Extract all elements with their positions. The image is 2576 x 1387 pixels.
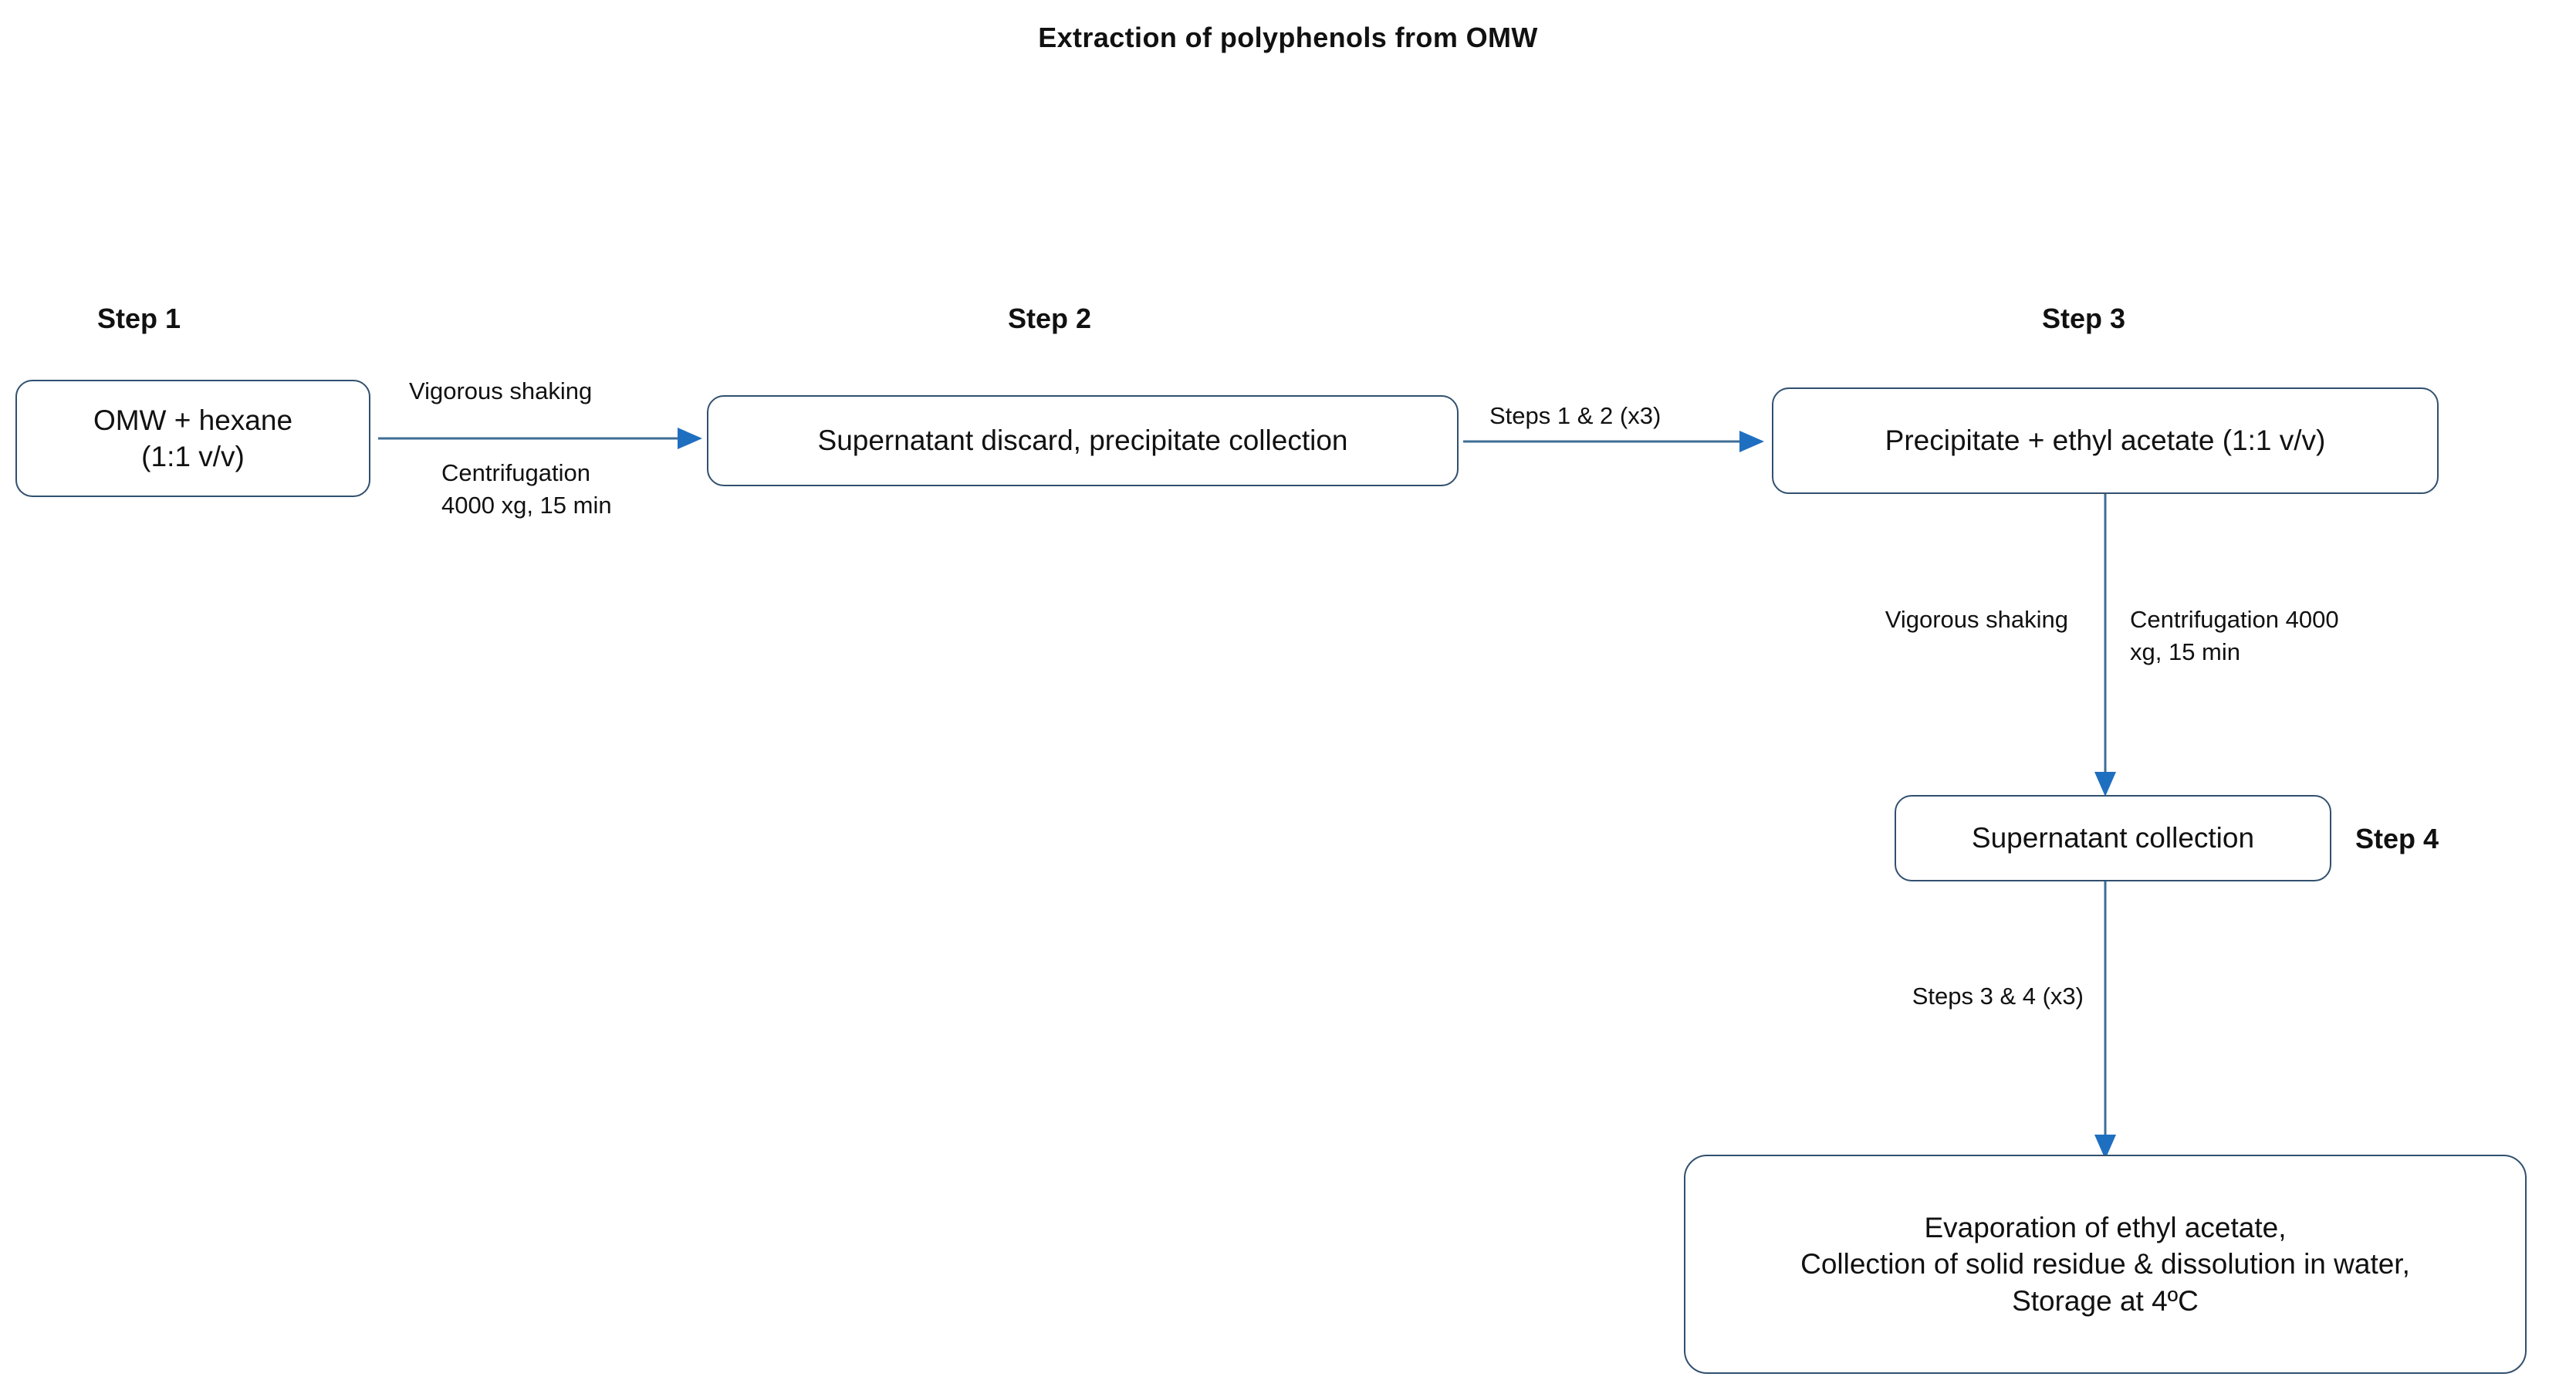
edge-label-vigorous-shaking-2: Vigorous shaking	[1885, 606, 2068, 633]
step-2-label: Step 2	[1007, 303, 1092, 334]
edge-label-centrifugation-2: Centrifugation 4000 xg, 15 min	[2130, 606, 2339, 665]
arrow-step3-to-step4	[2094, 494, 2116, 797]
step-1-label: Step 1	[96, 303, 181, 334]
arrow-step4-to-final	[2094, 881, 2116, 1159]
arrow-step1-to-step2	[378, 428, 702, 449]
node-step3-precipitate-ethyl-acetate: Precipitate + ethyl acetate (1:1 v/v)	[1772, 387, 2439, 494]
node-final-evaporation-storage: Evaporation of ethyl acetate, Collection…	[1684, 1155, 2527, 1374]
node-step1-omw-hexane: OMW + hexane (1:1 v/v)	[15, 380, 370, 497]
edge-label-steps-3-4-x3: Steps 3 & 4 (x3)	[1912, 983, 2084, 1010]
figure-title: Extraction of polyphenols from OMW	[1038, 22, 1538, 53]
edge-label-steps-1-2-x3: Steps 1 & 2 (x3)	[1489, 402, 1662, 429]
edge-label-centrifugation-1: Centrifugation 4000 xg, 15 min	[441, 459, 612, 519]
node-step4-supernatant-collection: Supernatant collection	[1895, 795, 2331, 881]
node-step2-supernatant-discard: Supernatant discard, precipitate collect…	[707, 395, 1459, 486]
step-3-label: Step 3	[2041, 303, 2126, 334]
arrow-step2-to-step3	[1463, 431, 1764, 452]
edge-label-vigorous-shaking-1: Vigorous shaking	[409, 377, 593, 404]
step-4-label: Step 4	[2355, 823, 2439, 854]
